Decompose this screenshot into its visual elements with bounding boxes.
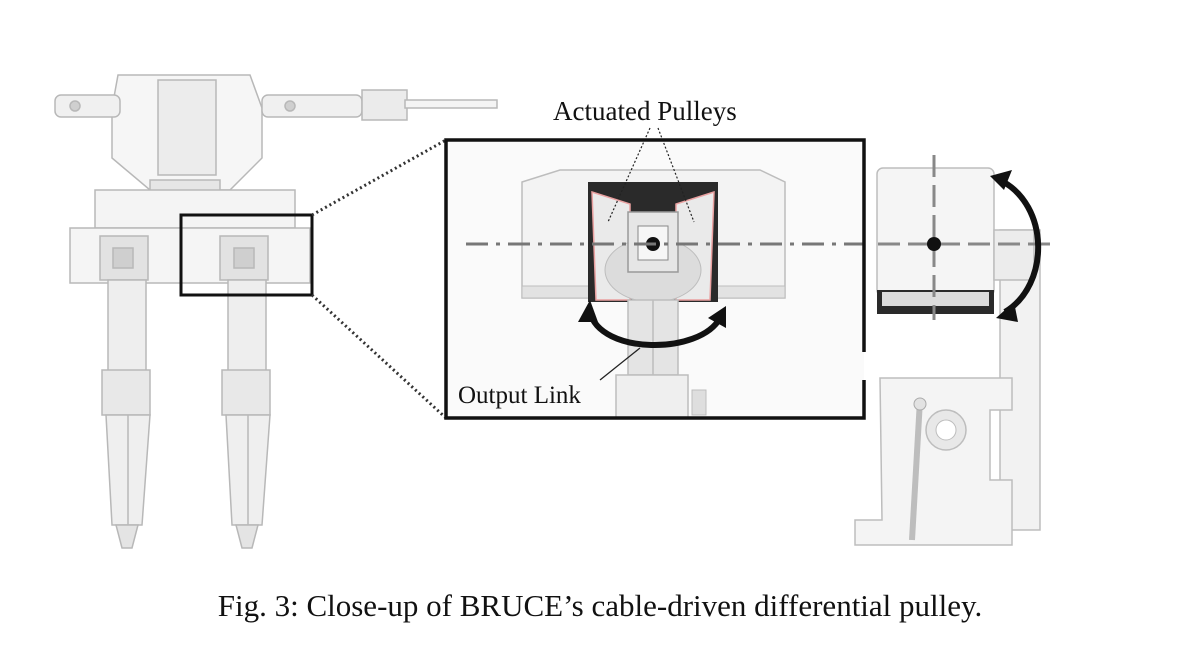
output-link-label: Output Link (456, 382, 583, 410)
side-view (854, 155, 1050, 546)
zoom-source-box (179, 213, 314, 297)
robot-full-view (54, 74, 498, 549)
closeup-panel (444, 127, 866, 420)
figure-caption: Fig. 3: Close-up of BRUCE’s cable-driven… (217, 588, 983, 623)
actuated-pulleys-label: Actuated Pulleys (553, 96, 737, 126)
zoom-connector-lines (310, 138, 448, 420)
